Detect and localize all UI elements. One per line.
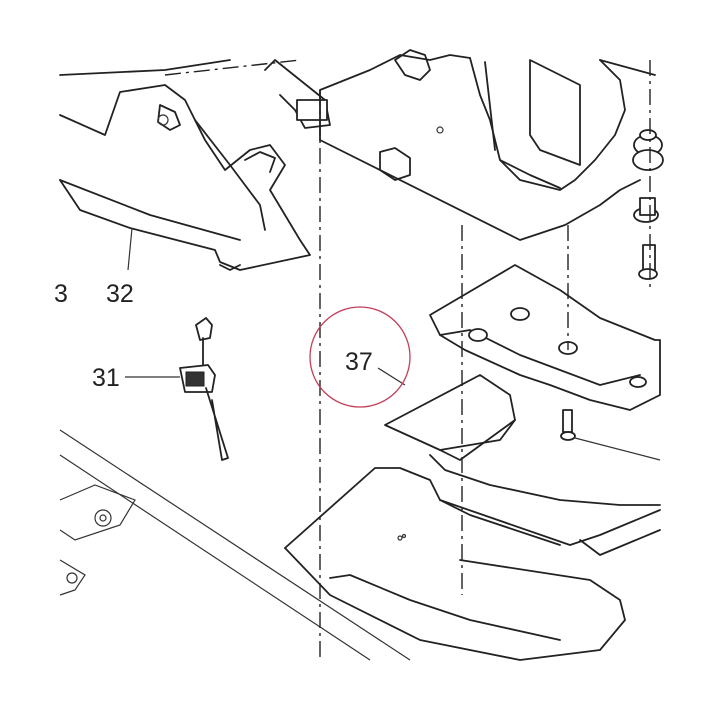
callout-32: 32 — [106, 280, 134, 308]
highlight-circle-37 — [309, 306, 411, 408]
small-screw — [560, 409, 661, 461]
callout-33-partial: 3 — [54, 280, 68, 308]
bolt-stack — [632, 60, 664, 290]
lower-body-panel — [59, 429, 411, 661]
callout-31: 31 — [92, 364, 120, 392]
floor-mat — [284, 454, 661, 661]
bracket-plate — [429, 264, 661, 411]
upper-housing — [319, 49, 656, 241]
callout-37: 37 — [345, 348, 373, 376]
part-31-cable-tie — [125, 317, 229, 461]
leader-32 — [127, 227, 133, 271]
reference-lines — [164, 59, 569, 660]
part-37-pad — [384, 374, 516, 461]
leader-37 — [377, 367, 406, 386]
part-32-side-cover — [59, 59, 311, 271]
